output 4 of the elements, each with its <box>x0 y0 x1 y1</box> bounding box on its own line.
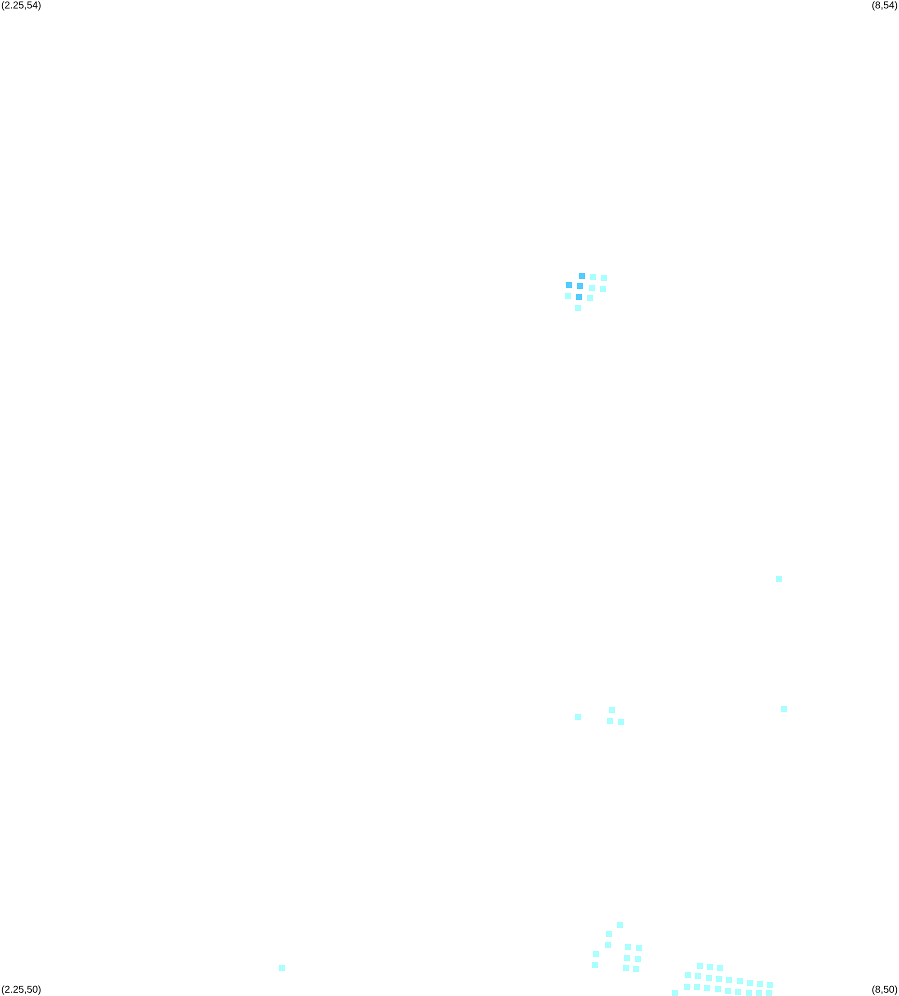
corner-label: (8,54) <box>872 1 898 10</box>
corner-label: (2.25,54) <box>2 1 41 10</box>
corner-label: (8,50) <box>872 985 898 995</box>
corner-label: (2.25,50) <box>2 985 41 995</box>
